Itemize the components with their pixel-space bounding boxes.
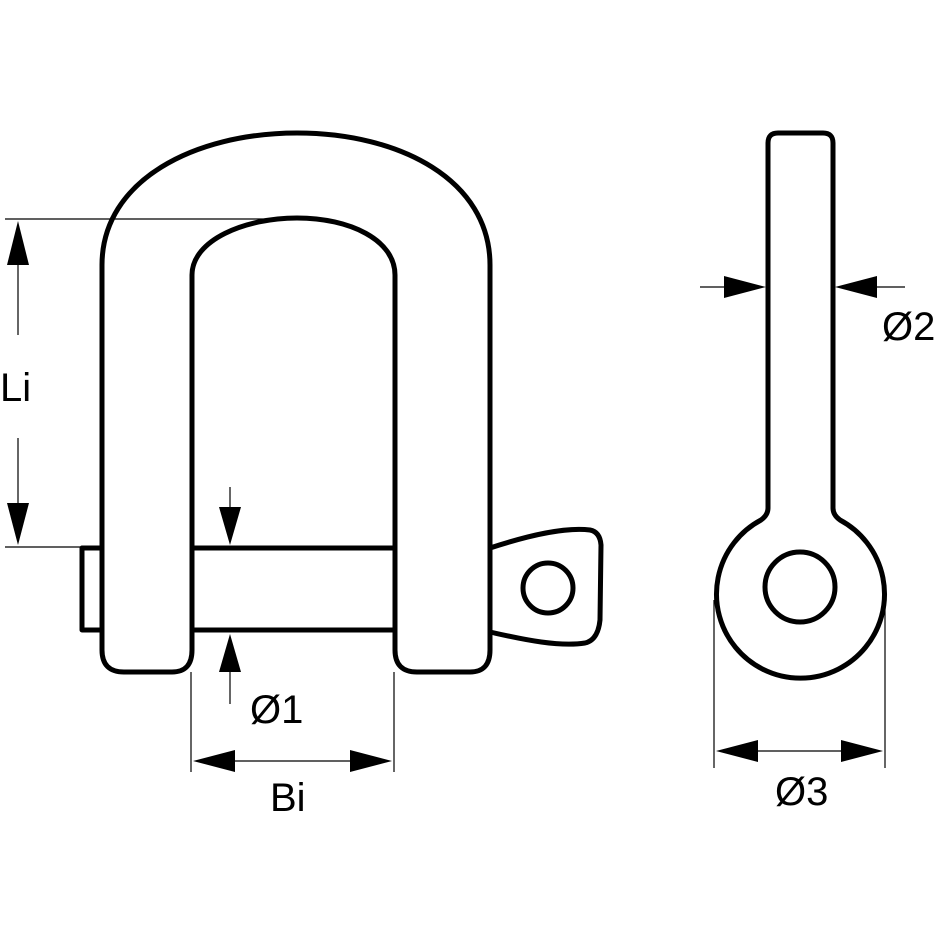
pin-eye-hole: [520, 560, 576, 616]
label-d1: Ø1: [250, 688, 304, 732]
pin-head: [79, 545, 105, 633]
pin-eye-tab: [487, 526, 604, 647]
shackle-bow: [99, 130, 493, 675]
dimension-d2: [700, 276, 905, 298]
side-eye-hole: [762, 549, 838, 625]
label-d2: Ø2: [882, 305, 936, 349]
label-d3: Ø3: [775, 770, 829, 814]
dimension-d3: [713, 600, 886, 768]
dimension-d1: [219, 487, 241, 704]
side-bow-outline: [714, 130, 887, 681]
dimension-li: [5, 218, 270, 548]
side-view: [714, 130, 887, 681]
label-bi: Bi: [270, 776, 306, 820]
front-view: [79, 130, 604, 675]
label-li: Li: [0, 366, 32, 410]
dimension-bi: [190, 672, 395, 772]
